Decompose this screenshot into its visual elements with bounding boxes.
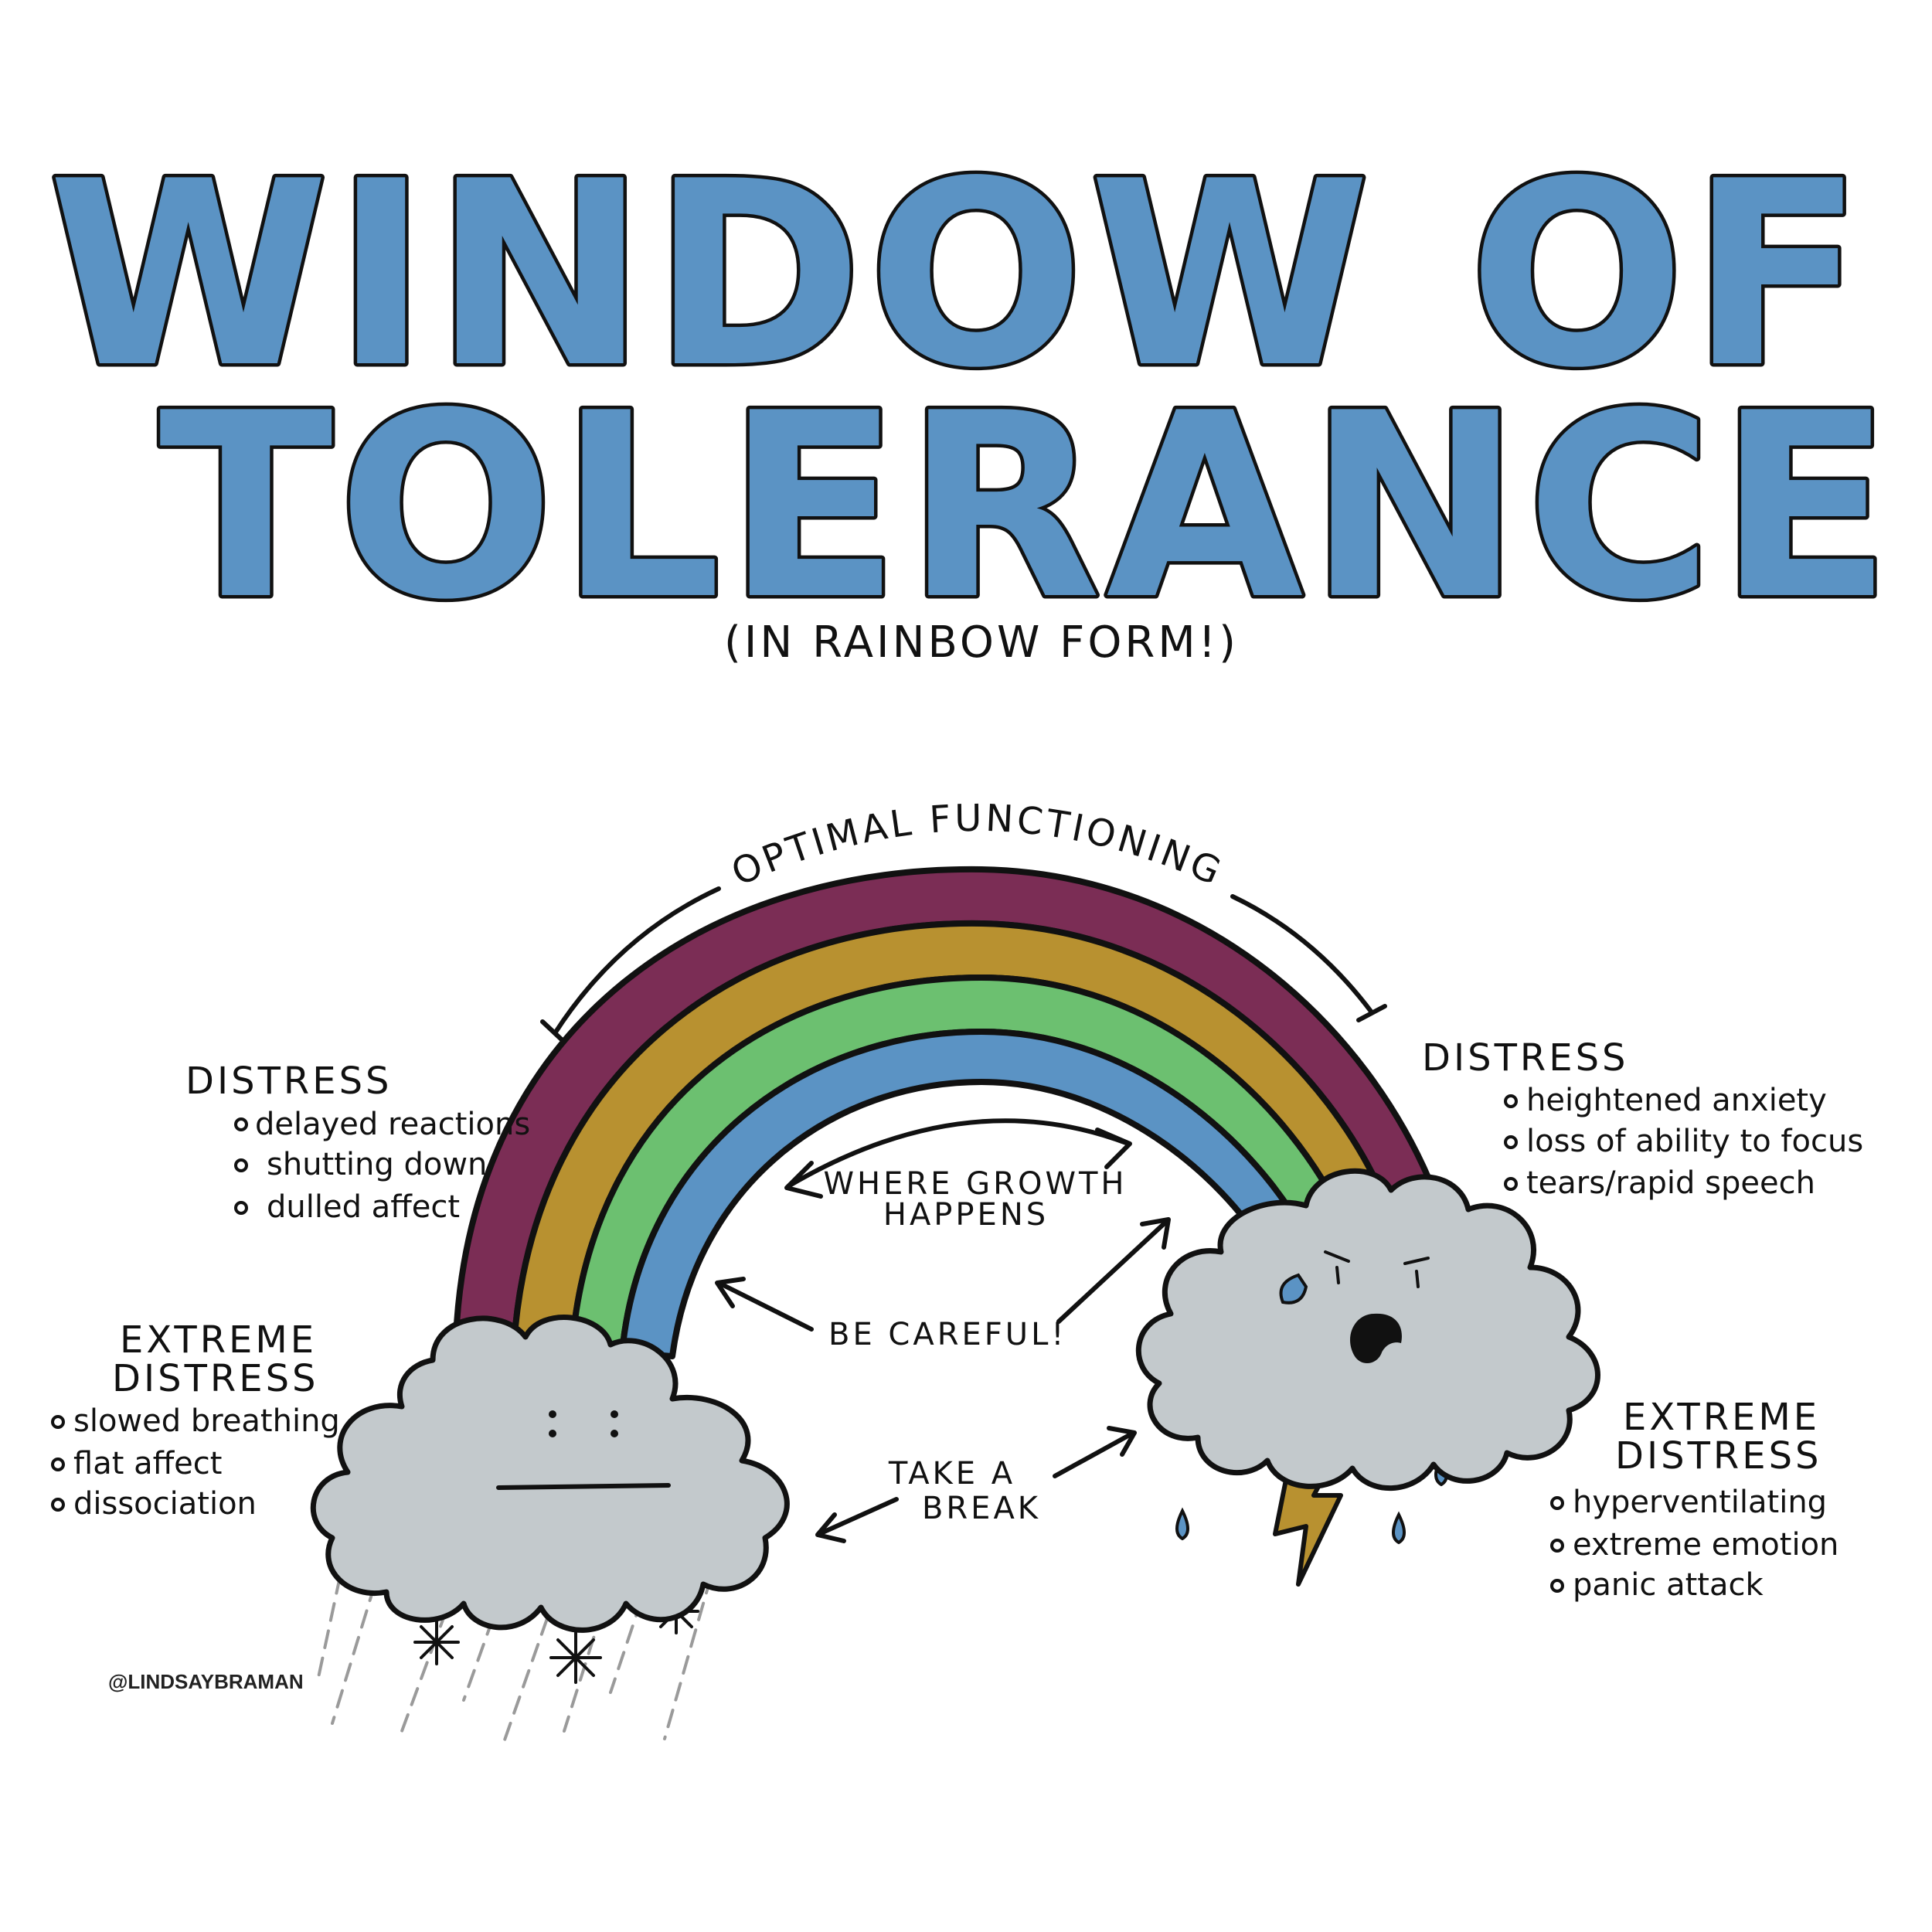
- bullet-icon: [1550, 1496, 1564, 1510]
- break-arrow-right: [1053, 1431, 1134, 1478]
- right-extreme-item: panic attack: [1573, 1567, 1764, 1603]
- left-cloud-face: [496, 1410, 671, 1490]
- bullet-icon: [1504, 1177, 1518, 1191]
- right-distress-item: tears/rapid speech: [1526, 1165, 1815, 1201]
- optimal-bracket-right: [1230, 894, 1374, 1015]
- right-extreme-heading-2: DISTRESS: [1615, 1434, 1822, 1478]
- bullet-icon: [234, 1117, 248, 1131]
- raindrop-icon: [1392, 1511, 1406, 1545]
- careful-arrow-right: [1056, 1219, 1169, 1324]
- left-extreme-heading-2: DISTRESS: [112, 1357, 319, 1400]
- title-line-2: TOLERANCE: [159, 359, 1897, 655]
- tear-icon: [1279, 1273, 1308, 1304]
- right-cloud-face: [1279, 1250, 1430, 1364]
- snowflake-icon: [413, 1619, 460, 1665]
- snowflake-icon: [549, 1631, 602, 1684]
- left-distress-list: delayed reactions shutting down dulled a…: [234, 1107, 530, 1225]
- break-label-1: TAKE A: [888, 1456, 1015, 1492]
- left-extreme-item: slowed breathing: [73, 1403, 340, 1439]
- bullet-icon: [1550, 1539, 1564, 1553]
- left-distress-item: dulled affect: [267, 1189, 460, 1225]
- bullet-icon: [234, 1201, 248, 1215]
- right-extreme-list: hyperventilating extreme emotion panic a…: [1550, 1485, 1838, 1603]
- open-mouth: [1350, 1313, 1402, 1364]
- break-arrow-left-head: [815, 1512, 846, 1543]
- left-distress-item: shutting down: [267, 1147, 487, 1182]
- growth-label-1: WHERE GROWTH: [823, 1166, 1127, 1202]
- right-extreme-item: hyperventilating: [1573, 1485, 1827, 1520]
- growth-arrow-head-left: [784, 1161, 823, 1199]
- credit: @LINDSAYBRAMAN: [108, 1670, 304, 1693]
- careful-arrow-left-head: [715, 1277, 746, 1308]
- right-extreme-item: extreme emotion: [1573, 1527, 1838, 1563]
- growth-arrow: [786, 1118, 1131, 1189]
- left-extreme-heading-1: EXTREME: [120, 1318, 317, 1362]
- right-distress-list: heightened anxiety loss of ability to fo…: [1504, 1083, 1863, 1201]
- break-arrow-left: [817, 1497, 899, 1536]
- right-distress-heading: DISTRESS: [1422, 1036, 1629, 1080]
- growth-arrow-head-right: [1095, 1128, 1132, 1169]
- break-arrow-right-head: [1107, 1426, 1137, 1457]
- left-cloud: [310, 1315, 790, 1633]
- raindrop-icon: [1175, 1507, 1189, 1541]
- optimal-bracket-left: [553, 886, 721, 1036]
- left-extreme-item: flat affect: [73, 1446, 222, 1481]
- bullet-icon: [51, 1498, 65, 1512]
- left-distress-heading: DISTRESS: [185, 1060, 393, 1103]
- careful-arrow-right-head: [1140, 1217, 1171, 1250]
- right-extreme-heading-1: EXTREME: [1623, 1396, 1820, 1439]
- bullet-icon: [51, 1458, 65, 1471]
- left-extreme-item: dissociation: [73, 1486, 257, 1522]
- bullet-icon: [51, 1415, 65, 1429]
- growth-label-2: HAPPENS: [883, 1197, 1049, 1233]
- bullet-icon: [234, 1158, 248, 1172]
- right-distress-item: heightened anxiety: [1526, 1083, 1827, 1118]
- title-line-1: WINDOW OF: [48, 127, 1869, 423]
- careful-label: BE CAREFUL!: [828, 1317, 1066, 1352]
- left-distress-item: delayed reactions: [255, 1107, 530, 1142]
- careful-arrow-left: [716, 1281, 814, 1332]
- left-extreme-list: slowed breathing flat affect dissociatio…: [51, 1403, 340, 1522]
- bullet-icon: [1550, 1579, 1564, 1593]
- optimal-bracket-right-tick: [1356, 1004, 1387, 1022]
- bullet-icon: [1504, 1135, 1518, 1149]
- right-distress-item: loss of ability to focus: [1526, 1124, 1863, 1159]
- bullet-icon: [1504, 1094, 1518, 1108]
- break-label-2: BREAK: [922, 1491, 1041, 1526]
- subtitle: (IN RAINBOW FORM!): [724, 617, 1239, 668]
